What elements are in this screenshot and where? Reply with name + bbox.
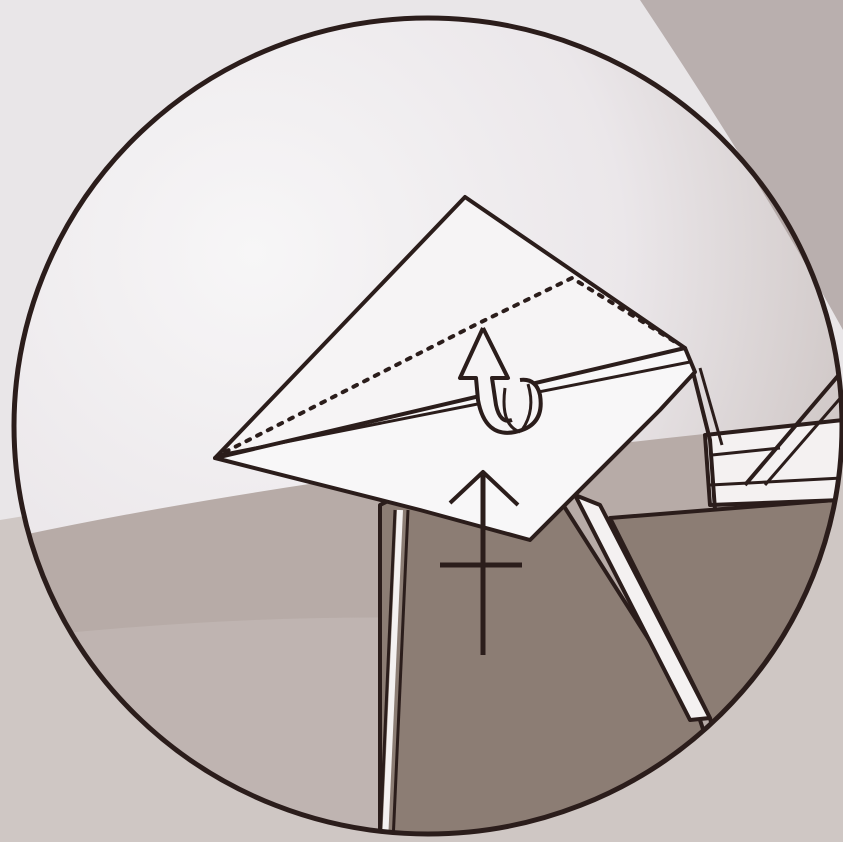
right-white-strip	[705, 420, 843, 505]
